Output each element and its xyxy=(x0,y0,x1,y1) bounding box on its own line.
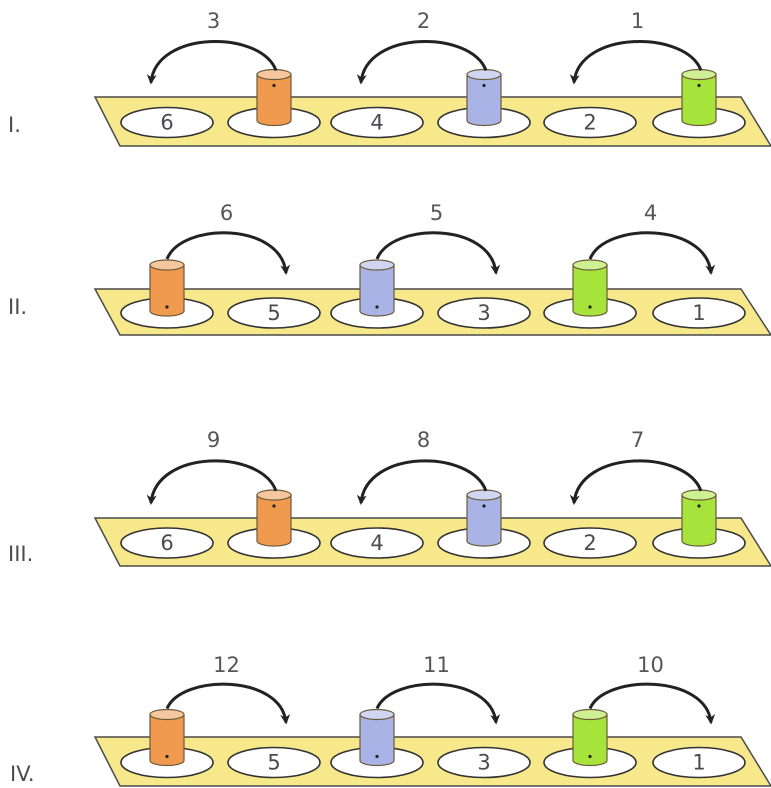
slot xyxy=(227,746,321,779)
slot-number: 5 xyxy=(267,751,280,775)
step-number: 5 xyxy=(430,201,443,225)
slot-number: 4 xyxy=(370,531,383,555)
green-cup xyxy=(572,708,608,767)
row-label: IV. xyxy=(10,762,35,786)
slot xyxy=(437,297,531,329)
blue-cup xyxy=(466,68,502,127)
row-label: II. xyxy=(8,295,27,319)
slot xyxy=(330,106,424,139)
slot xyxy=(652,746,746,779)
green-cup xyxy=(681,489,717,547)
slot-number: 4 xyxy=(370,111,383,135)
move-arrow xyxy=(588,231,716,275)
slot xyxy=(652,297,746,329)
green-cup xyxy=(572,259,608,317)
slot xyxy=(543,106,637,139)
blue-cup xyxy=(466,489,502,547)
move-arrow xyxy=(375,231,501,275)
row-2: II. 5 3 1 6 5 4 xyxy=(8,201,771,336)
slot xyxy=(227,297,321,329)
step-number: 3 xyxy=(207,9,220,33)
move-arrow xyxy=(146,39,278,85)
slot xyxy=(120,527,214,559)
step-number: 1 xyxy=(631,9,644,33)
step-number: 8 xyxy=(417,428,430,452)
slot-number: 2 xyxy=(583,111,596,135)
slot xyxy=(330,527,424,559)
orange-cup xyxy=(256,68,292,127)
green-cup xyxy=(681,68,717,127)
move-arrow xyxy=(146,459,278,505)
move-arrow xyxy=(165,231,291,275)
move-arrow xyxy=(356,459,488,505)
blue-cup xyxy=(359,708,395,767)
step-number: 10 xyxy=(637,653,664,677)
orange-cup xyxy=(256,489,292,547)
slot-number: 1 xyxy=(692,301,705,325)
orange-cup xyxy=(149,259,185,317)
slot-number: 3 xyxy=(477,301,490,325)
row-3: III. 6 4 2 9 8 7 xyxy=(8,428,771,567)
slot-number: 2 xyxy=(583,531,596,555)
move-arrow xyxy=(165,682,291,725)
step-number: 4 xyxy=(644,201,657,225)
step-number: 12 xyxy=(213,653,240,677)
slot-number: 1 xyxy=(692,751,705,775)
step-number: 6 xyxy=(220,201,233,225)
move-arrow xyxy=(569,459,703,505)
step-number: 7 xyxy=(631,428,644,452)
step-number: 2 xyxy=(417,9,430,33)
slot xyxy=(120,106,214,139)
slot xyxy=(437,746,531,779)
move-arrow xyxy=(356,39,488,85)
row-4: IV. 5 3 1 12 11 10 xyxy=(10,653,771,787)
slot-number: 6 xyxy=(160,531,173,555)
slot-number: 5 xyxy=(267,301,280,325)
blue-cup xyxy=(359,259,395,317)
row-label: I. xyxy=(8,113,21,137)
slot-number: 3 xyxy=(477,751,490,775)
move-arrow xyxy=(569,39,703,85)
slot-number: 6 xyxy=(160,111,173,135)
move-arrow xyxy=(375,682,501,725)
move-arrow xyxy=(588,682,716,725)
orange-cup xyxy=(149,708,185,767)
slot xyxy=(543,527,637,559)
step-number: 11 xyxy=(423,653,450,677)
row-label: III. xyxy=(8,542,33,566)
step-number: 9 xyxy=(207,428,220,452)
row-1: I. 6 4 2 3 2 1 xyxy=(8,9,771,147)
